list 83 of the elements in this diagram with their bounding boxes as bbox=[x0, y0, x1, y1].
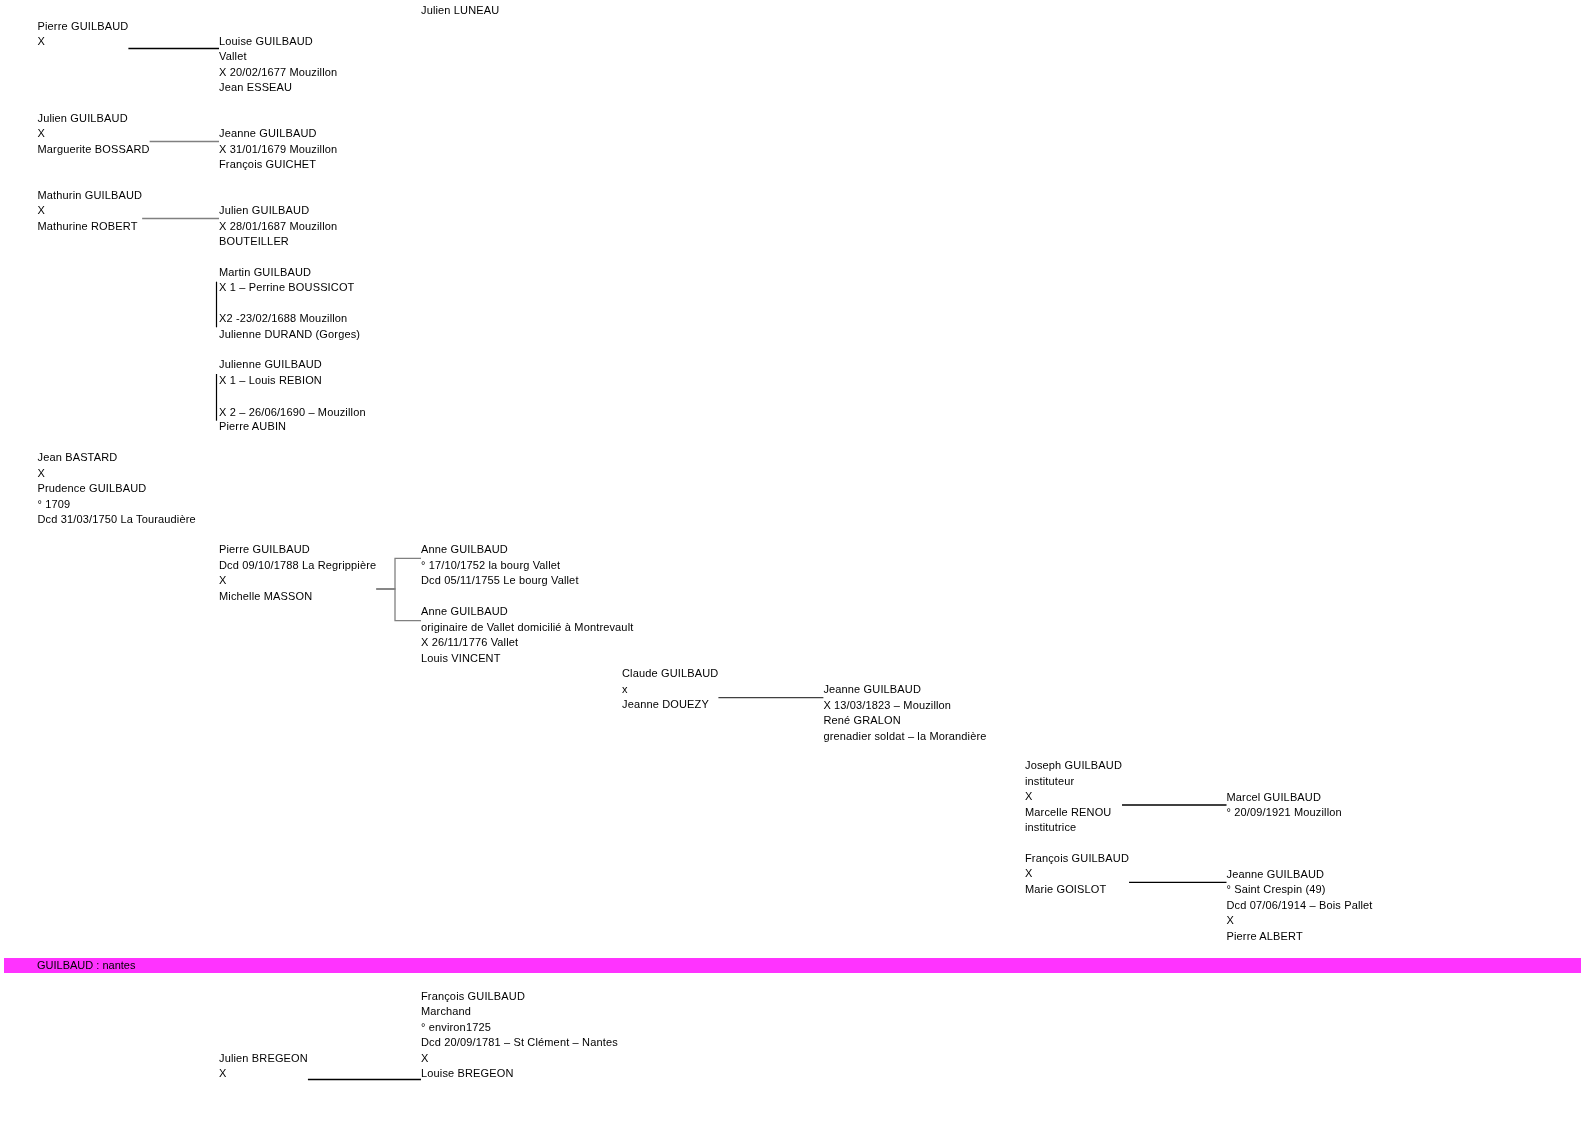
person-name: Anne GUILBAUD bbox=[421, 604, 509, 619]
detail-text: Dcd 20/09/1781 – St Clément – Nantes bbox=[421, 1035, 618, 1051]
detail-text: X bbox=[37, 126, 46, 142]
marriage-note: X2 -23/02/1688 Mouzillon bbox=[219, 311, 348, 327]
person-name: Prudence GUILBAUD bbox=[37, 481, 147, 496]
detail-text: Louis VINCENT bbox=[421, 650, 502, 666]
detail-text: originaire de Vallet domicilié à Montrevault bbox=[421, 619, 634, 635]
person-name: Julien LUNEAU bbox=[421, 3, 500, 19]
detail-text: François GUICHET bbox=[219, 157, 318, 172]
detail-text: Dcd 07/06/1914 – Bois Pallet bbox=[1226, 897, 1373, 913]
marriage-sign: X bbox=[37, 465, 45, 481]
connector-line bbox=[141, 217, 220, 220]
detail-text: X bbox=[219, 573, 228, 589]
person-name: Jeanne GUILBAUD bbox=[1226, 866, 1326, 882]
detail-text: ° environ1725 bbox=[421, 1019, 492, 1035]
band-title: GUILBAUD : nantes bbox=[37, 958, 136, 973]
person-name: Louise GUILBAUD bbox=[219, 33, 314, 49]
marriage-note: X 2 – 26/06/1690 – Mouzillon bbox=[219, 404, 366, 420]
detail-text: X 28/01/1687 Mouzillon bbox=[219, 218, 338, 234]
detail-text: ° 17/10/1752 la bourg Vallet bbox=[421, 557, 562, 573]
person-name: Martin GUILBAUD bbox=[219, 264, 312, 280]
connector-line bbox=[375, 588, 422, 622]
person-name: François GUILBAUD bbox=[1025, 850, 1130, 866]
detail-text: ° 20/09/1921 Mouzillon bbox=[1226, 805, 1342, 820]
detail-text: Jean ESSEAU bbox=[219, 80, 294, 96]
detail-text: X bbox=[37, 34, 46, 49]
connector-line bbox=[307, 1078, 422, 1081]
detail-text: X bbox=[1025, 866, 1034, 882]
detail-text: X 20/02/1677 Mouzillon bbox=[219, 64, 338, 80]
person-name: Mathurin GUILBAUD bbox=[37, 187, 143, 203]
person-name: Jean BASTARD bbox=[37, 450, 118, 465]
person-name: Julien GUILBAUD bbox=[37, 110, 129, 126]
person-name: Joseph GUILBAUD bbox=[1025, 758, 1122, 774]
detail-text: Louise BREGEON bbox=[421, 1066, 515, 1082]
detail-text: institutrice bbox=[1025, 820, 1078, 836]
person-name: Pierre AUBIN bbox=[219, 418, 287, 434]
detail-text: Marie GOISLOT bbox=[1025, 881, 1108, 897]
detail-text: X bbox=[37, 203, 46, 219]
connector-line bbox=[1128, 881, 1228, 883]
detail-text: Dcd 09/10/1788 La Regrippière bbox=[219, 557, 377, 573]
birth-note: ° 1709 bbox=[37, 496, 71, 512]
detail-text: X bbox=[1025, 789, 1034, 805]
person-name: Pierre GUILBAUD bbox=[219, 542, 311, 558]
detail-text: instituteur bbox=[1025, 773, 1076, 789]
connector-line bbox=[127, 47, 220, 50]
detail-text: Marcelle RENOU bbox=[1025, 804, 1113, 820]
person-name: Pierre GUILBAUD bbox=[37, 18, 129, 34]
detail-text: X bbox=[219, 1066, 228, 1082]
person-name: Anne GUILBAUD bbox=[421, 542, 509, 558]
connector-line bbox=[1121, 804, 1228, 806]
detail-text: X 31/01/1679 Mouzillon bbox=[219, 141, 338, 157]
detail-text: René GRALON bbox=[823, 713, 902, 729]
person-name: Jeanne GUILBAUD bbox=[823, 682, 923, 698]
person-name: Jeanne GUILBAUD bbox=[219, 126, 318, 141]
detail-text: X bbox=[1226, 913, 1235, 929]
detail-text: X 26/11/1776 Vallet bbox=[421, 635, 520, 650]
death-note: Dcd 31/03/1750 La Touraudière bbox=[37, 512, 196, 527]
detail-text: Pierre ALBERT bbox=[1226, 928, 1304, 944]
detail-text: X bbox=[421, 1050, 430, 1066]
detail-text: Michelle MASSON bbox=[219, 588, 314, 604]
connector-line bbox=[149, 140, 220, 143]
detail-text: Mathurine ROBERT bbox=[37, 218, 139, 234]
detail-text: x bbox=[622, 681, 629, 697]
person-name: Julienne GUILBAUD bbox=[219, 356, 322, 372]
marriage-note: X 1 – Perrine BOUSSICOT bbox=[219, 279, 355, 295]
detail-text: BOUTEILLER bbox=[219, 234, 290, 249]
detail-text: Vallet bbox=[219, 49, 248, 65]
detail-text: ° Saint Crespin (49) bbox=[1226, 882, 1327, 898]
marriage-note: X 1 – Louis REBION bbox=[219, 373, 322, 388]
detail-text: grenadier soldat – la Morandière bbox=[823, 728, 987, 744]
person-name: Julienne DURAND (Gorges) bbox=[219, 326, 361, 342]
connector-line bbox=[717, 697, 825, 699]
section-band bbox=[4, 958, 1581, 973]
detail-text: Jeanne DOUEZY bbox=[622, 697, 710, 713]
detail-text: X 13/03/1823 – Mouzillon bbox=[823, 697, 953, 713]
person-name: François GUILBAUD bbox=[421, 988, 527, 1004]
detail-text: Marguerite BOSSARD bbox=[37, 141, 150, 157]
person-name: Julien BREGEON bbox=[219, 1050, 308, 1066]
person-name: Claude GUILBAUD bbox=[622, 666, 719, 682]
person-name: Julien GUILBAUD bbox=[219, 203, 311, 218]
detail-text: Dcd 05/11/1755 Le bourg Vallet bbox=[421, 573, 579, 589]
person-name: Marcel GUILBAUD bbox=[1226, 789, 1323, 805]
detail-text: Marchand bbox=[421, 1004, 473, 1020]
